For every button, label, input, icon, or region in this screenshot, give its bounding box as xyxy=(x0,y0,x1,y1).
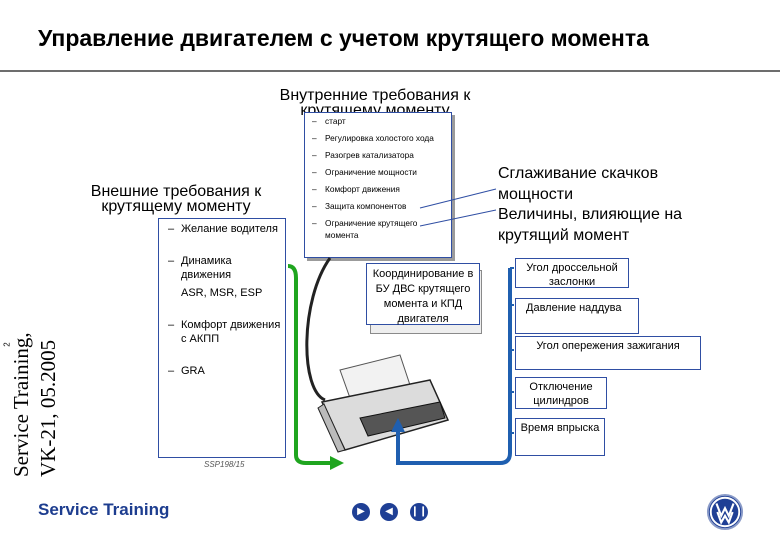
external-requirements-box: Желание водителя Динамика движения ASR, … xyxy=(158,218,286,458)
external-item: Динамика движения xyxy=(167,254,281,282)
cable xyxy=(305,257,332,402)
ecu-illustration xyxy=(317,354,450,453)
page-title: Управление двигателем с учетом крутящего… xyxy=(38,25,649,51)
factors-callout: Величины, влияющие на крутящий момент xyxy=(498,206,683,244)
green-arrow xyxy=(287,264,332,465)
internal-item: старт xyxy=(311,115,447,127)
factor-cylinder-off: Отключение цилиндров xyxy=(515,377,607,409)
external-item: Желание водителя xyxy=(167,222,281,236)
blue-arrowhead xyxy=(391,418,405,432)
internal-requirements-box: старт Регулировка холостого хода Разогре… xyxy=(304,112,452,258)
factor-ignition: Угол опережения зажигания xyxy=(515,336,701,370)
factor-injection: Время впрыска xyxy=(515,418,605,456)
nav-pause-icon[interactable]: ❙❙ xyxy=(410,503,428,521)
internal-item: Ограничение крутящего момента xyxy=(311,217,447,241)
external-item: GRA xyxy=(167,364,281,378)
figure-code: SSP198/15 xyxy=(204,460,245,469)
blue-arrow xyxy=(396,268,512,465)
green-arrowhead xyxy=(330,456,344,470)
callout-pointer xyxy=(419,188,497,209)
external-item: Комфорт движения с АКПП xyxy=(167,318,281,346)
external-item-sub: ASR, MSR, ESP xyxy=(181,287,263,299)
coordination-box: Координирование в БУ ДВС крутящего момен… xyxy=(366,263,480,325)
nav-back-icon[interactable]: ◀ xyxy=(380,503,398,521)
smoothing-callout: Сглаживание скачков мощности xyxy=(498,165,659,203)
external-header: Внешние требования к крутящему моменту xyxy=(90,183,262,215)
nav-forward-icon[interactable]: ▶ xyxy=(352,503,370,521)
title-divider xyxy=(0,70,780,72)
internal-item: Защита компонентов xyxy=(311,200,447,212)
internal-item: Регулировка холостого хода xyxy=(311,132,447,144)
footer-label: Service Training xyxy=(38,500,170,519)
internal-item: Комфорт движения xyxy=(311,183,447,195)
callout-pointer xyxy=(419,209,497,227)
factor-boost: Давление наддува xyxy=(515,298,639,334)
internal-item: Ограничение мощности xyxy=(311,166,447,178)
factor-throttle: Угол дроссельной заслонки xyxy=(515,258,629,288)
vw-logo-icon xyxy=(706,493,744,531)
internal-item: Разогрев катализатора xyxy=(311,149,447,161)
